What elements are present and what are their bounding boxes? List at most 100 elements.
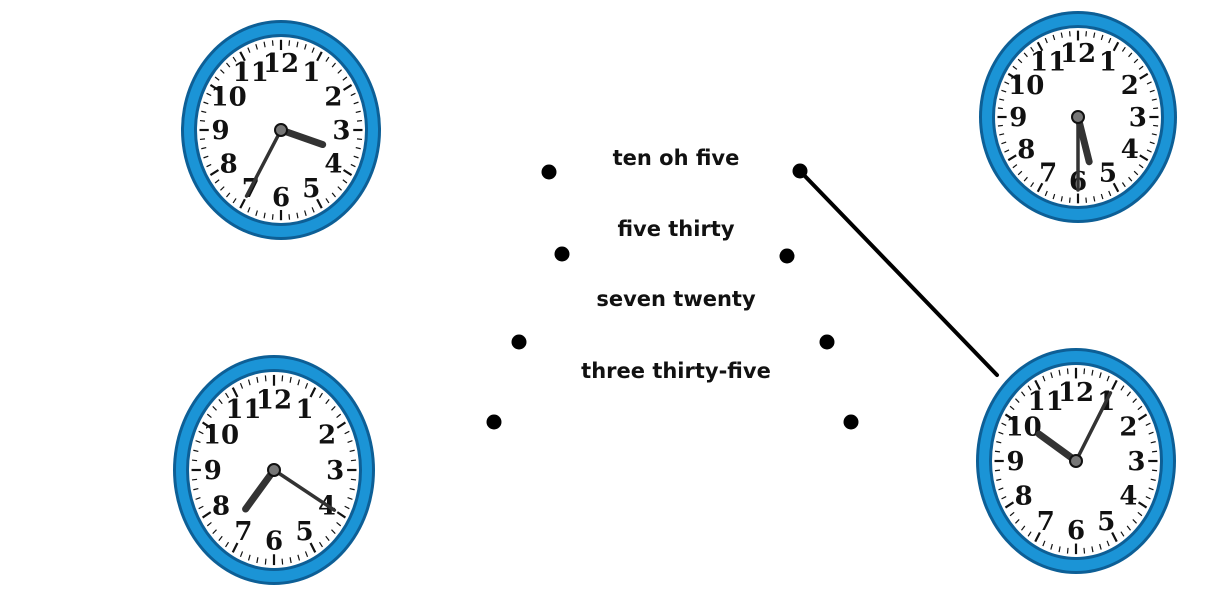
clock-tick xyxy=(212,405,217,411)
clock-tick xyxy=(1150,441,1156,444)
clock-tick xyxy=(263,212,266,219)
clock-tick xyxy=(264,558,267,565)
clock-tick xyxy=(1017,58,1023,64)
clock-tick xyxy=(1100,34,1104,41)
hour-hand xyxy=(242,466,278,513)
clock-tick xyxy=(1058,369,1061,376)
clock-numeral: 2 xyxy=(1119,412,1137,442)
clock-bottom-right: 121234567891011 xyxy=(974,346,1178,576)
hour-hand xyxy=(1035,430,1080,465)
match-dot-left-3[interactable] xyxy=(511,334,527,350)
clock-numeral: 8 xyxy=(212,491,230,521)
clock-tick xyxy=(1012,164,1018,169)
clock-tick xyxy=(1044,37,1048,44)
clock-numeral: 10 xyxy=(1006,412,1042,442)
clock-tick xyxy=(1042,540,1046,547)
clock-tick xyxy=(304,210,307,216)
clock-numeral: 2 xyxy=(324,83,342,113)
clock-numeral: 7 xyxy=(234,517,252,547)
clock-numeral: 2 xyxy=(1121,71,1139,101)
clock-face-svg: 121234567891011 xyxy=(181,20,381,240)
clock-numeral: 12 xyxy=(1058,378,1094,408)
clock-tick xyxy=(220,186,225,191)
clock-face-svg: 121234567891011 xyxy=(173,355,375,585)
clock-tick xyxy=(337,69,342,74)
clock-tick xyxy=(1044,190,1048,197)
clock-tick xyxy=(1083,547,1086,554)
clock-tick xyxy=(1148,487,1154,491)
clock-tick xyxy=(1093,32,1096,38)
clock-tick xyxy=(1126,391,1131,397)
clock-tick xyxy=(1112,182,1120,193)
clock-tick xyxy=(288,40,291,46)
clock-tick xyxy=(1100,193,1104,200)
clock-tick xyxy=(309,387,317,398)
clock-tick xyxy=(1149,89,1155,93)
clock-numeral: 1 xyxy=(1099,48,1117,78)
clock-tick xyxy=(256,557,259,564)
clock-numeral: 1 xyxy=(302,58,320,88)
clock-tick xyxy=(1091,369,1094,376)
clock-center-pin xyxy=(274,123,288,137)
clock-tick xyxy=(1012,65,1018,70)
clock-tick xyxy=(347,496,353,500)
clock-tick xyxy=(214,179,220,184)
clock-tick xyxy=(1099,372,1102,379)
clock-tick xyxy=(1021,525,1026,531)
clock-tick xyxy=(1111,532,1118,543)
clock-tick xyxy=(1083,368,1086,375)
match-dot-left-4[interactable] xyxy=(486,414,502,430)
clock-numeral: 12 xyxy=(1060,39,1096,69)
clock-tick xyxy=(1153,107,1159,110)
clock-numeral: 9 xyxy=(1009,103,1027,133)
clock-numeral: 7 xyxy=(1039,158,1057,188)
clock-tick xyxy=(336,421,347,429)
match-dot-right-4[interactable] xyxy=(843,414,859,430)
clock-tick xyxy=(1137,511,1143,517)
minute-hand xyxy=(1074,391,1113,463)
clock-tick xyxy=(271,40,274,46)
clock-tick xyxy=(318,392,323,399)
match-dot-left-2[interactable] xyxy=(554,246,570,262)
clock-tick xyxy=(349,449,355,453)
clock-tick xyxy=(1146,149,1152,153)
clock-tick xyxy=(350,478,357,481)
clock-tick xyxy=(198,505,204,510)
clock-tick xyxy=(218,535,223,542)
match-dot-left-1[interactable] xyxy=(541,164,557,180)
clock-tick xyxy=(255,44,258,50)
clock-tick xyxy=(1137,405,1143,411)
clock-tick xyxy=(231,542,239,553)
clock-tick xyxy=(239,382,244,389)
clock-numeral: 9 xyxy=(211,116,229,146)
clock-tick xyxy=(355,110,361,113)
clock-tick xyxy=(1151,98,1157,101)
clock-tick xyxy=(347,440,353,444)
clock-tick xyxy=(289,376,292,383)
clock-numeral: 5 xyxy=(1097,507,1115,537)
clock-tick xyxy=(201,511,212,519)
clock-numeral: 5 xyxy=(302,174,320,204)
clock-tick xyxy=(1151,450,1158,453)
match-dot-right-2[interactable] xyxy=(779,248,795,264)
clock-numeral: 9 xyxy=(204,456,222,486)
clock-numeral: 4 xyxy=(1121,135,1139,165)
clock-tick xyxy=(1151,133,1157,136)
clock-tick xyxy=(255,210,258,216)
match-dot-right-3[interactable] xyxy=(819,334,835,350)
clock-tick xyxy=(1004,149,1010,153)
clock-tick xyxy=(232,198,237,204)
clock-tick xyxy=(1001,141,1007,145)
clock-tick xyxy=(1093,196,1096,202)
clock-tick xyxy=(1027,531,1032,537)
clock-numeral: 3 xyxy=(1129,103,1147,133)
clock-numeral: 2 xyxy=(318,421,336,451)
clock-tick xyxy=(1042,375,1046,382)
clock-tick xyxy=(201,421,212,429)
phrase-label-2: five thirty xyxy=(617,217,735,241)
clock-tick xyxy=(1001,495,1007,500)
clock-numeral: 8 xyxy=(1015,482,1033,512)
match-dot-right-1[interactable] xyxy=(792,163,808,179)
